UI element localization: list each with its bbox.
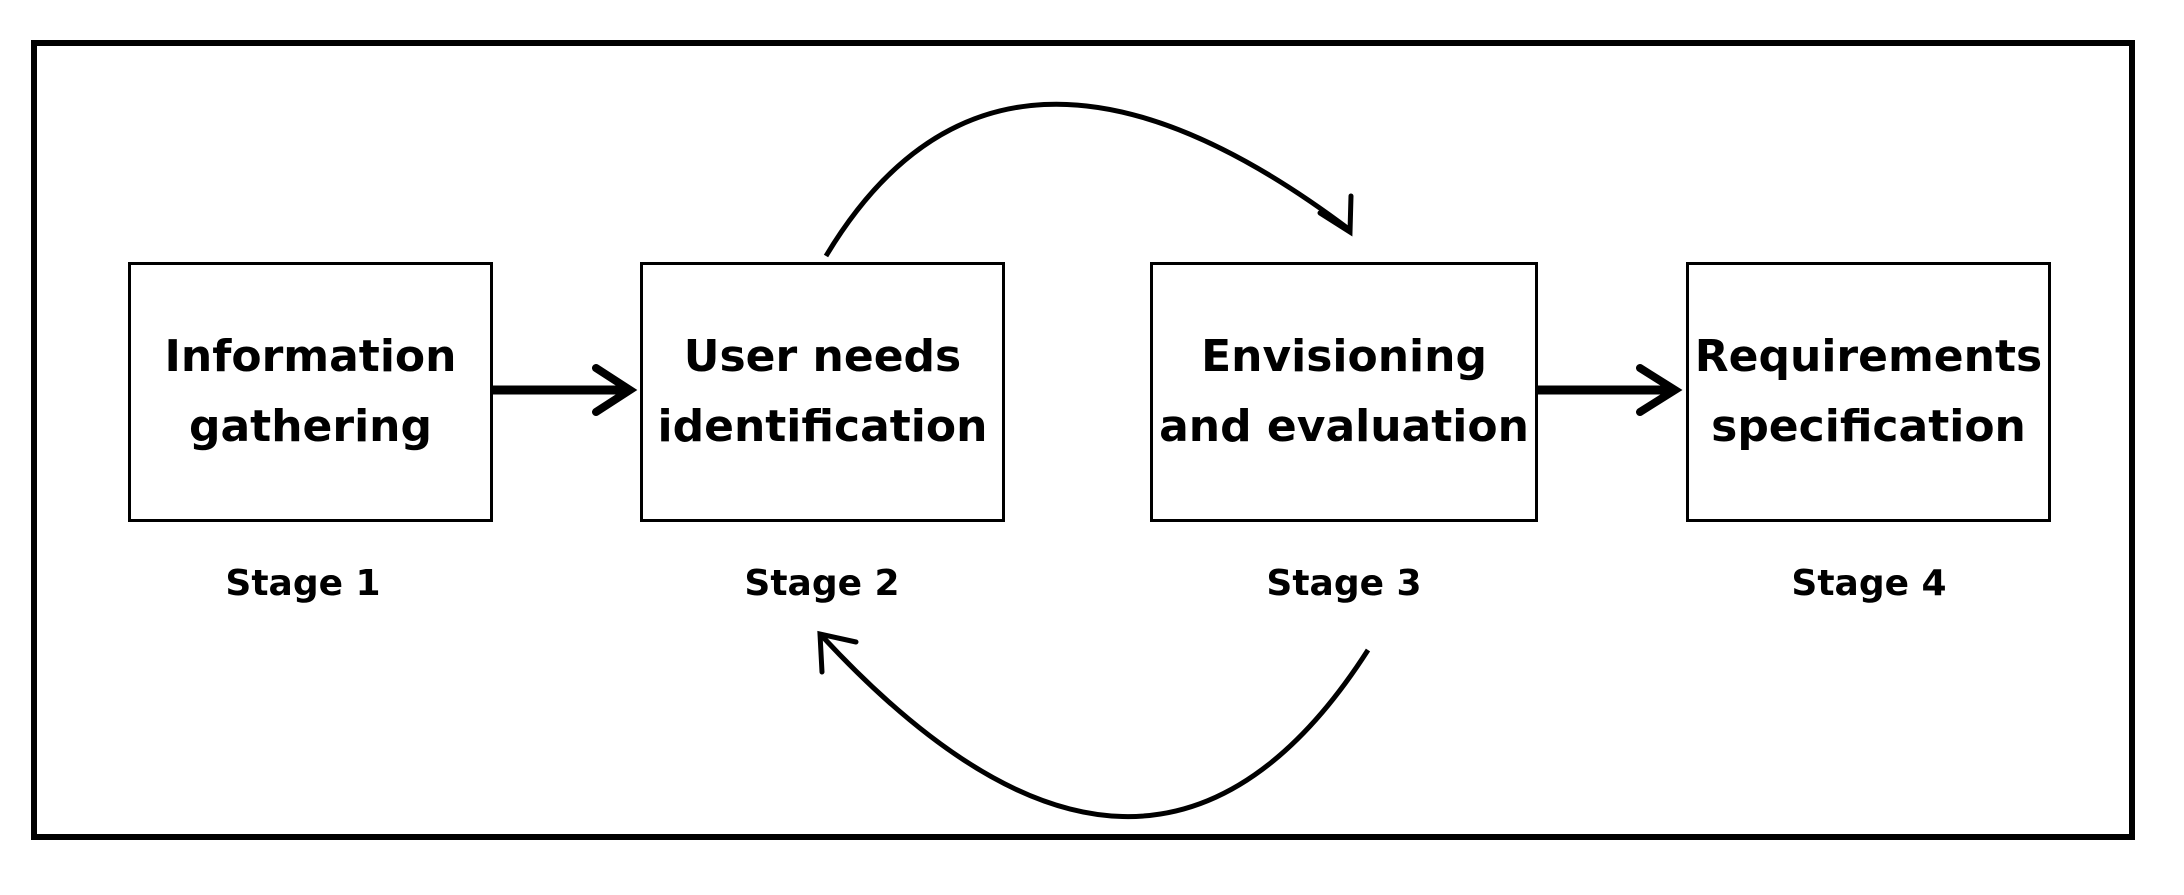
stage-2-box: User needs identification xyxy=(640,262,1005,522)
stage-1-caption: Stage 1 xyxy=(225,563,381,604)
stage-1-box: Information gathering xyxy=(128,262,493,522)
stage-1-title: Information gathering xyxy=(164,331,457,452)
stage-4-caption: Stage 4 xyxy=(1791,563,1947,604)
stage-4-box: Requirements specification xyxy=(1686,262,2051,522)
arrow-stage1-to-stage2 xyxy=(493,364,638,416)
stage-3-box: Envisioning and evaluation xyxy=(1150,262,1538,522)
stage-4-title: Requirements specification xyxy=(1694,331,2043,452)
arc-arrow-stage2-to-stage3 xyxy=(823,101,1354,258)
arc-arrow-stage3-to-stage2 xyxy=(817,630,1371,819)
stage-3-title: Envisioning and evaluation xyxy=(1159,331,1529,452)
stage-3-caption: Stage 3 xyxy=(1266,563,1422,604)
stage-2-caption: Stage 2 xyxy=(744,563,900,604)
stage-2-title: User needs identification xyxy=(657,331,988,452)
diagram-frame xyxy=(31,40,2135,840)
arrow-stage3-to-stage4 xyxy=(1538,364,1683,416)
